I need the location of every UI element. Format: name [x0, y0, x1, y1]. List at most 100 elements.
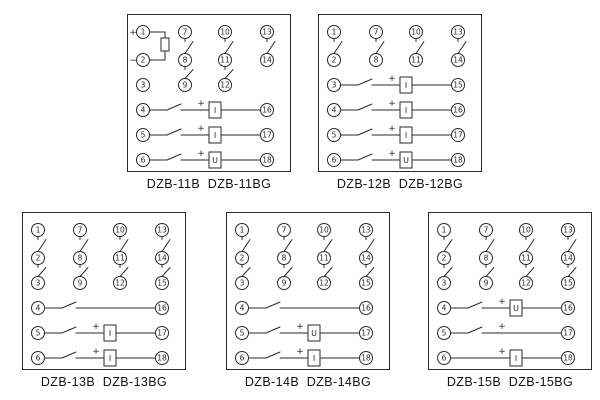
terminal-7: 7: [277, 223, 291, 237]
svg-text:15: 15: [361, 279, 371, 288]
terminal-18: 18: [155, 351, 169, 365]
svg-text:9: 9: [484, 279, 489, 288]
svg-text:3: 3: [36, 279, 41, 288]
svg-text:12: 12: [115, 279, 125, 288]
terminal-4: 4: [31, 301, 45, 315]
terminal-18: 18: [260, 153, 274, 167]
panel-border: [226, 212, 390, 370]
svg-text:6: 6: [36, 354, 41, 363]
svg-text:4: 4: [141, 106, 146, 115]
contact-icon: [525, 264, 535, 277]
svg-text:17: 17: [157, 329, 167, 338]
terminal-4: 4: [235, 301, 249, 315]
terminal-17: 17: [451, 128, 465, 142]
svg-text:+: +: [296, 322, 304, 332]
svg-text:13: 13: [361, 226, 371, 235]
svg-text:17: 17: [563, 329, 573, 338]
terminal-16: 16: [155, 301, 169, 315]
terminal-4: 4: [136, 103, 150, 117]
terminal-5: 5: [235, 326, 249, 340]
circuit-row: I+: [450, 347, 562, 367]
contact-icon: [283, 264, 293, 277]
terminal-14: 14: [359, 251, 373, 265]
svg-text:7: 7: [282, 226, 287, 235]
svg-text:3: 3: [332, 81, 337, 90]
caption-dzb-14b: DZB-14B DZB-14BG: [244, 375, 372, 389]
svg-text:I: I: [313, 354, 315, 363]
svg-text:4: 4: [36, 304, 41, 313]
terminal-11: 11: [519, 251, 533, 265]
circuit-row: I+: [340, 99, 452, 119]
svg-text:6: 6: [141, 156, 146, 165]
terminal-1: 1: [31, 223, 45, 237]
terminal-2: 2: [136, 53, 150, 67]
svg-text:+: +: [296, 347, 304, 357]
terminal-13: 13: [451, 25, 465, 39]
svg-text:+: +: [388, 149, 396, 159]
terminal-8: 8: [73, 251, 87, 265]
svg-text:+: +: [498, 297, 506, 307]
svg-text:16: 16: [262, 106, 272, 115]
terminal-10: 10: [113, 223, 127, 237]
svg-text:7: 7: [183, 28, 188, 37]
svg-text:+: +: [388, 124, 396, 134]
svg-text:3: 3: [442, 279, 447, 288]
terminal-1: 1: [437, 223, 451, 237]
svg-text:8: 8: [78, 254, 83, 263]
svg-text:10: 10: [411, 28, 421, 37]
terminal-17: 17: [561, 326, 575, 340]
terminal-8: 8: [479, 251, 493, 265]
svg-text:5: 5: [332, 131, 337, 140]
svg-text:3: 3: [240, 279, 245, 288]
svg-text:13: 13: [262, 28, 272, 37]
svg-text:2: 2: [332, 56, 337, 65]
svg-text:11: 11: [115, 254, 125, 263]
terminal-13: 13: [561, 223, 575, 237]
svg-text:17: 17: [262, 131, 272, 140]
terminal-9: 9: [178, 78, 192, 92]
terminal-1: 1: [136, 25, 150, 39]
circuit-row: +: [450, 322, 562, 334]
terminal-4: 4: [437, 301, 451, 315]
svg-text:8: 8: [374, 56, 379, 65]
terminal-13: 13: [155, 223, 169, 237]
contact-icon: [485, 236, 495, 252]
svg-text:16: 16: [563, 304, 573, 313]
circuit-row: U+: [248, 322, 360, 342]
terminal-2: 2: [31, 251, 45, 265]
terminal-15: 15: [561, 276, 575, 290]
terminal-17: 17: [155, 326, 169, 340]
svg-text:11: 11: [411, 56, 421, 65]
caption-dzb-11b: DZB-11B DZB-11BG: [146, 177, 272, 191]
circuit-row: I+: [149, 124, 261, 144]
svg-text:15: 15: [157, 279, 167, 288]
svg-text:I: I: [214, 106, 216, 115]
svg-text:2: 2: [442, 254, 447, 263]
terminal-9: 9: [479, 276, 493, 290]
terminal-2: 2: [437, 251, 451, 265]
terminal-2: 2: [327, 53, 341, 67]
terminal-10: 10: [218, 25, 232, 39]
svg-text:13: 13: [157, 226, 167, 235]
svg-text:18: 18: [262, 156, 272, 165]
caption-dzb-15b: DZB-15B DZB-15BG: [446, 375, 574, 389]
contact-icon: [443, 264, 453, 277]
svg-text:+: +: [388, 99, 396, 109]
terminal-13: 13: [260, 25, 274, 39]
svg-text:14: 14: [157, 254, 167, 263]
terminal-14: 14: [561, 251, 575, 265]
contact-icon: [365, 264, 375, 277]
svg-text:16: 16: [453, 106, 463, 115]
terminal-5: 5: [327, 128, 341, 142]
terminal-9: 9: [73, 276, 87, 290]
svg-text:17: 17: [361, 329, 371, 338]
terminal-17: 17: [260, 128, 274, 142]
terminal-7: 7: [73, 223, 87, 237]
